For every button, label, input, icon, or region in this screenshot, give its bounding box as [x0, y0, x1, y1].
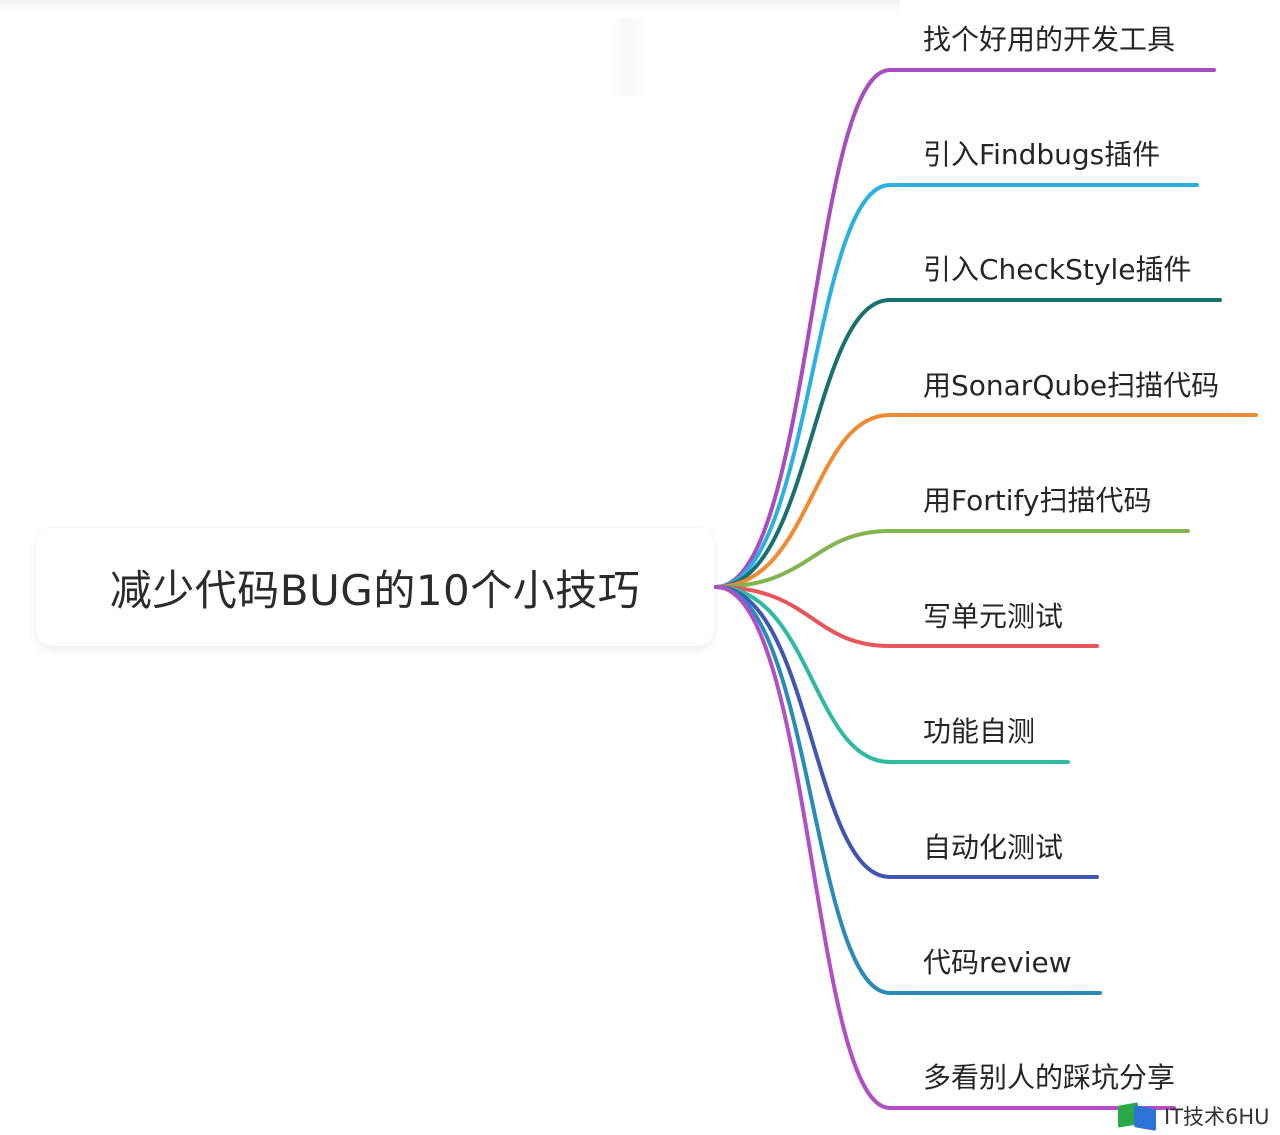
branch-topic[interactable]: 找个好用的开发工具: [923, 23, 1175, 57]
watermark-text: IT技术6HU: [1164, 1105, 1270, 1129]
branch-topic[interactable]: 功能自测: [923, 715, 1035, 749]
branch-topic[interactable]: 引入Findbugs插件: [923, 138, 1160, 172]
branch-connector-3: [714, 298, 1222, 589]
branch-label-6: 写单元测试: [923, 600, 1064, 633]
branch-connector-1: [714, 68, 1216, 589]
branch-topic[interactable]: 代码review: [923, 946, 1072, 980]
watermark: IT技术6HU: [1118, 1100, 1278, 1132]
branch-label-8: 自动化测试: [923, 831, 1064, 864]
branch-topic[interactable]: 用Fortify扫描代码: [923, 484, 1151, 518]
branch-topic[interactable]: 引入CheckStyle插件: [923, 253, 1191, 287]
branch-connector-10: [714, 585, 1176, 1110]
branch-connector-2: [714, 183, 1199, 589]
faint-shadow-mark: [612, 18, 646, 96]
branch-label-3: 引入CheckStyle插件: [923, 253, 1192, 286]
top-fade-band: [0, 0, 900, 12]
book-logo-icon: [1118, 1102, 1158, 1131]
branch-label-5: 用Fortify扫描代码: [923, 484, 1152, 517]
root-topic[interactable]: 减少代码BUG的10个小技巧: [36, 528, 714, 646]
root-topic-title: 减少代码BUG的10个小技巧: [109, 565, 641, 615]
branch-connector-6: [714, 585, 1099, 648]
branch-connector-5: [714, 529, 1190, 589]
branch-label-1: 找个好用的开发工具: [923, 23, 1176, 56]
branch-topic[interactable]: 写单元测试: [923, 600, 1063, 634]
branch-topic[interactable]: 自动化测试: [923, 831, 1063, 865]
branch-connector-4: [714, 413, 1258, 589]
branch-connector-7: [714, 585, 1070, 764]
branch-label-9: 代码review: [923, 946, 1072, 979]
branch-label-2: 引入Findbugs插件: [923, 138, 1161, 171]
branch-label-10: 多看别人的踩坑分享: [923, 1061, 1176, 1094]
branch-topic[interactable]: 多看别人的踩坑分享: [923, 1061, 1175, 1095]
branch-connector-9: [714, 585, 1102, 995]
branch-connector-8: [714, 585, 1099, 879]
branch-label-4: 用SonarQube扫描代码: [923, 369, 1220, 402]
branch-label-7: 功能自测: [923, 715, 1036, 748]
branch-topic[interactable]: 用SonarQube扫描代码: [923, 369, 1219, 403]
